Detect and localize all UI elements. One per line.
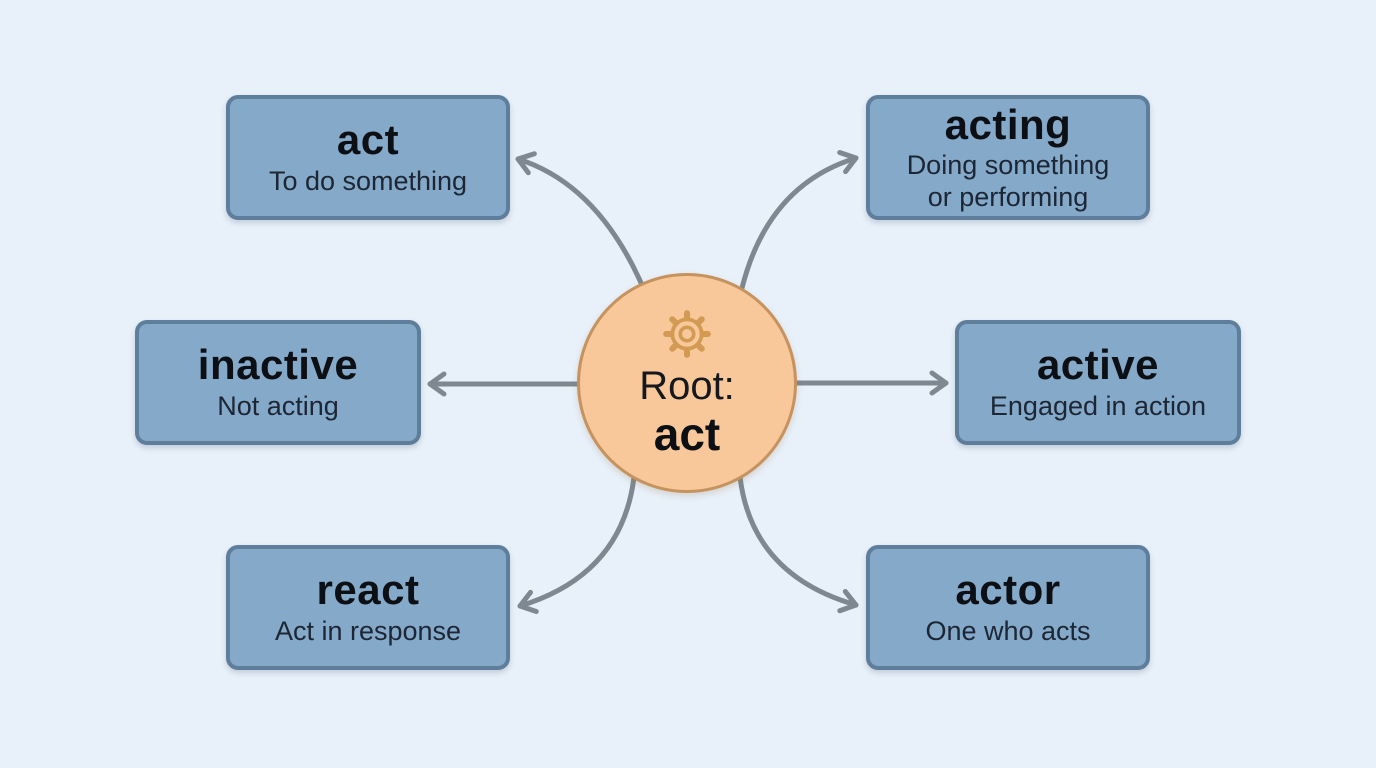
node-acting: acting Doing something or performing	[866, 95, 1150, 220]
node-word: act	[336, 116, 400, 164]
center-root-node: Root: act	[577, 273, 797, 493]
node-word: active	[1036, 341, 1160, 389]
node-definition: Doing something or performing	[906, 149, 1110, 212]
node-definition: Not acting	[217, 390, 339, 421]
node-react: react Act in response	[226, 545, 510, 670]
root-label-prefix: Root:	[639, 363, 735, 408]
node-definition: Engaged in action	[989, 390, 1207, 421]
node-word: react	[316, 566, 420, 614]
node-definition: One who acts	[925, 615, 1091, 646]
node-act: act To do something	[226, 95, 510, 220]
node-word: inactive	[197, 341, 359, 389]
root-word: act	[653, 407, 721, 460]
node-word: actor	[955, 566, 1061, 614]
node-inactive: inactive Not acting	[135, 320, 421, 445]
node-definition: Act in response	[274, 615, 462, 646]
node-definition: To do something	[268, 165, 468, 196]
node-word: acting	[944, 100, 1072, 148]
arrow-to-react	[517, 474, 637, 614]
arrow-to-acting	[739, 150, 859, 291]
arrow-to-actor	[737, 474, 859, 614]
gear-icon	[663, 309, 711, 358]
node-actor: actor One who acts	[866, 545, 1150, 670]
node-active: active Engaged in action	[955, 320, 1241, 445]
arrow-to-act	[515, 151, 648, 295]
